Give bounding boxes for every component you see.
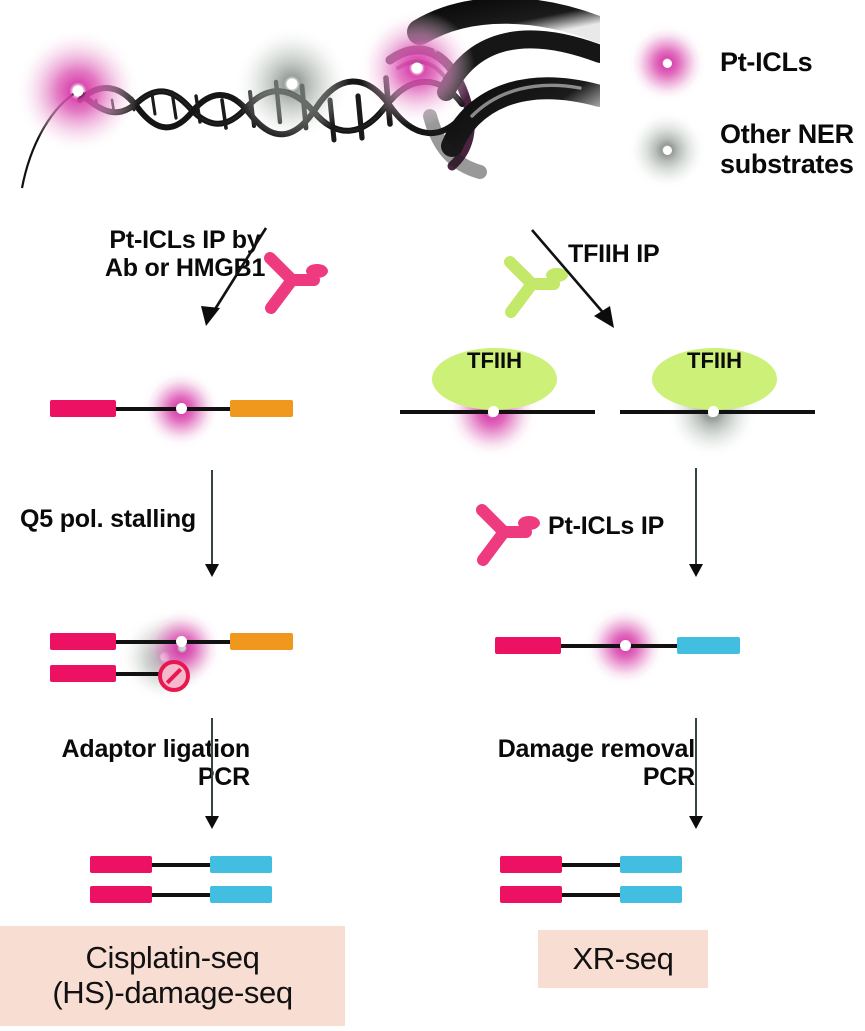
antibody-pink-icon-2 xyxy=(470,490,542,568)
helix-lesion-pink-right xyxy=(359,10,475,126)
adaptor-orange-right-top xyxy=(230,633,293,650)
left-product xyxy=(90,856,320,908)
helix-svg xyxy=(16,0,613,189)
helix-lesion-grey-middle xyxy=(234,26,350,142)
right-fragment-strand xyxy=(509,644,724,648)
adaptor-pink-left xyxy=(90,886,152,903)
tfiih-ellipse: TFIIH xyxy=(652,348,777,410)
right-product xyxy=(500,856,730,908)
right-fragment xyxy=(495,606,765,686)
product-strand-1 xyxy=(90,856,290,874)
fragment1-strand xyxy=(64,407,279,411)
left-step1-arrow xyxy=(190,222,280,332)
tfiih-ellipse: TFIIH xyxy=(432,348,557,410)
adaptor-pink-left xyxy=(495,637,561,654)
no-entry-icon xyxy=(158,660,190,692)
product-strand-2 xyxy=(90,886,290,904)
tfiih-complex-pink: TFIIH xyxy=(400,340,600,458)
adaptor-cyan-right xyxy=(620,886,682,903)
left-step2-label: Q5 pol. stalling xyxy=(20,505,196,533)
legend-label-pt-icls: Pt-ICLs xyxy=(720,47,813,77)
legend: Pt-ICLs Other NER substrates xyxy=(625,20,865,195)
legend-label-other-ner: Other NER substrates xyxy=(720,119,854,179)
right-step3-label: Damage removal PCR xyxy=(497,735,696,791)
left-fragment-1 xyxy=(50,370,300,450)
left-output-box: Cisplatin-seq (HS)-damage-seq xyxy=(0,926,345,1026)
adaptor-cyan-right xyxy=(620,856,682,873)
left-step1-label: Pt-ICLs IP by Ab or HMGB1 xyxy=(104,226,266,282)
right-step3-arrow xyxy=(688,718,704,836)
adaptor-pink-left-top xyxy=(50,633,116,650)
tfiih-complex-grey: TFIIH xyxy=(620,340,820,458)
tfiih-label: TFIIH xyxy=(467,348,522,373)
dna-double-helix xyxy=(0,0,613,206)
right-step1-arrow xyxy=(518,224,628,336)
right-step2-arrow xyxy=(688,468,704,583)
right-step2-label: Pt-ICLs IP xyxy=(548,512,665,540)
legend-marker-other-ner xyxy=(628,111,706,189)
left-fragment-2 xyxy=(50,608,310,702)
adaptor-orange-right xyxy=(230,400,293,417)
adaptor-pink-left xyxy=(500,856,562,873)
right-step1-label: TFIIH IP xyxy=(568,240,660,268)
antibody-green-icon xyxy=(498,242,570,320)
adaptor-cyan-right xyxy=(210,856,272,873)
tfiih-label: TFIIH xyxy=(687,348,742,373)
adaptor-pink-left xyxy=(500,886,562,903)
antibody-pink-icon xyxy=(258,238,330,316)
helix-lesion-pink-left xyxy=(16,29,140,153)
fragment2-top-strand xyxy=(64,640,279,644)
left-step2-arrow xyxy=(204,470,220,582)
adaptor-pink-left xyxy=(50,400,116,417)
product-strand-1 xyxy=(500,856,700,874)
adaptor-cyan-right xyxy=(677,637,740,654)
adaptor-pink-left-bottom xyxy=(50,665,116,682)
adaptor-pink-left xyxy=(90,856,152,873)
product-strand-2 xyxy=(500,886,700,904)
fragment2-lesion-core xyxy=(176,636,187,647)
right-output-box: XR-seq xyxy=(538,930,708,988)
left-output-label: Cisplatin-seq (HS)-damage-seq xyxy=(52,940,293,1010)
left-step3-arrow xyxy=(204,718,220,836)
legend-marker-pt-icls xyxy=(628,24,706,102)
right-output-label: XR-seq xyxy=(572,940,674,976)
adaptor-cyan-right xyxy=(210,886,272,903)
left-step3-label: Adaptor ligation PCR xyxy=(61,735,251,791)
